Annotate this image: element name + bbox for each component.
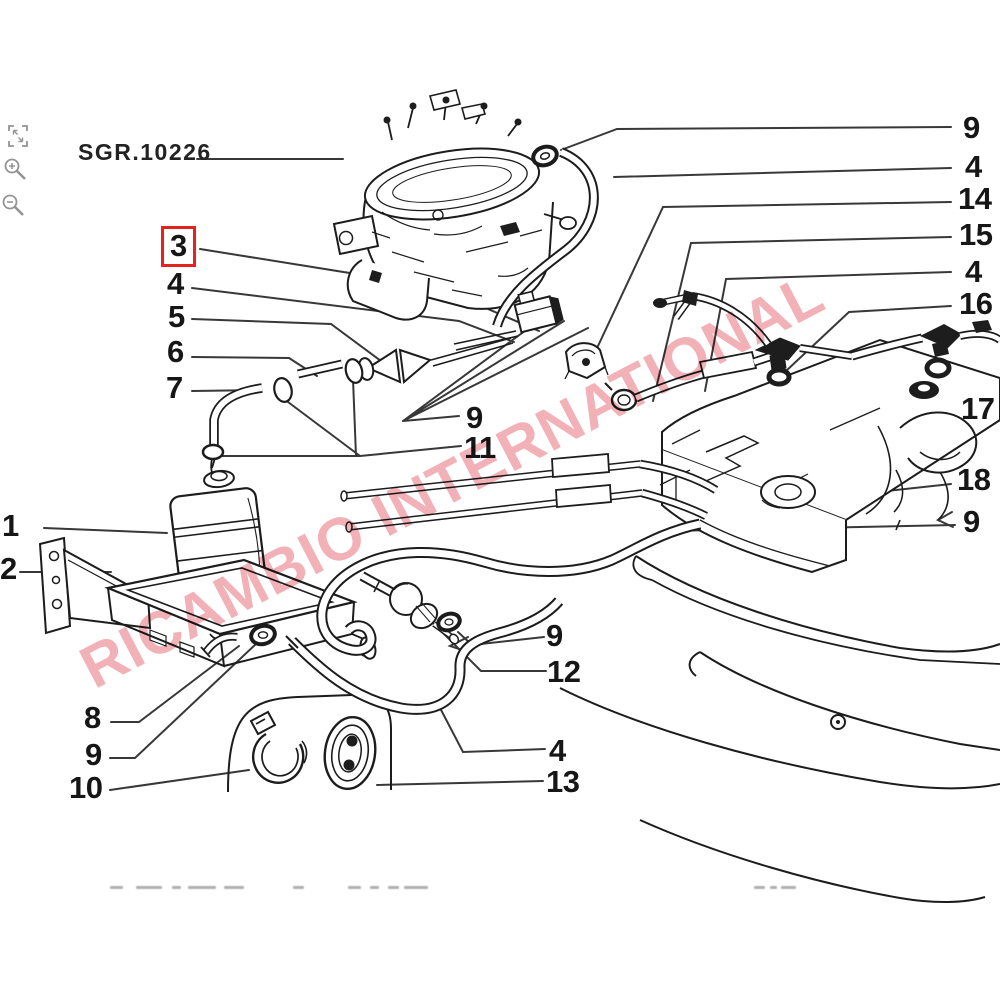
callout-6[interactable]: 6 (167, 334, 184, 369)
small-parts-drawing (200, 582, 462, 658)
callout-2[interactable]: 2 (0, 551, 17, 586)
tank-top-hoses-drawing (604, 290, 1000, 412)
bottom-hose-drawing (227, 597, 564, 793)
callout-5[interactable]: 5 (168, 299, 185, 334)
callout-4-left[interactable]: 4 (167, 266, 184, 301)
check-valve-hoses-drawing (201, 337, 514, 480)
callout-8[interactable]: 8 (84, 700, 101, 735)
callout-9-bottom-left[interactable]: 9 (85, 737, 102, 772)
callout-14[interactable]: 14 (958, 181, 992, 216)
callout-4-bottom-mid[interactable]: 4 (549, 733, 566, 768)
filler-neck-drawing (865, 381, 978, 531)
callout-17[interactable]: 17 (961, 391, 995, 426)
callout-15[interactable]: 15 (959, 217, 993, 252)
fuel-pipes-drawing (316, 453, 719, 656)
callout-12[interactable]: 12 (547, 654, 581, 689)
callout-16[interactable]: 16 (959, 286, 993, 321)
callout-18[interactable]: 18 (957, 462, 991, 497)
callout-9-bottom-mid[interactable]: 9 (546, 618, 563, 653)
tray-drawing (104, 558, 377, 668)
callout-7[interactable]: 7 (166, 370, 183, 405)
zoom-in-icon[interactable] (2, 156, 30, 191)
callout-13[interactable]: 13 (546, 764, 580, 799)
zoom-out-icon[interactable] (0, 192, 28, 227)
fuel-tank-drawing (559, 338, 1000, 903)
callout-1[interactable]: 1 (2, 508, 19, 543)
carburetor-drawing (332, 89, 577, 321)
bracket-drawing (38, 536, 152, 635)
callout-4-right-2[interactable]: 4 (965, 254, 982, 289)
fullscreen-icon[interactable] (6, 123, 30, 154)
callout-9-middle[interactable]: 9 (466, 400, 483, 435)
vapor-hose-drawing (453, 144, 609, 380)
callout-9-right-bottom[interactable]: 9 (963, 504, 980, 539)
callout-11[interactable]: 11 (464, 430, 496, 465)
callout-3-highlighted[interactable]: 3 (161, 226, 196, 267)
callout-4-right-1[interactable]: 4 (965, 149, 982, 184)
sgr-code-label: SGR.10226 (78, 139, 212, 165)
callout-10[interactable]: 10 (69, 770, 103, 805)
callout-9-top-right[interactable]: 9 (963, 110, 980, 145)
